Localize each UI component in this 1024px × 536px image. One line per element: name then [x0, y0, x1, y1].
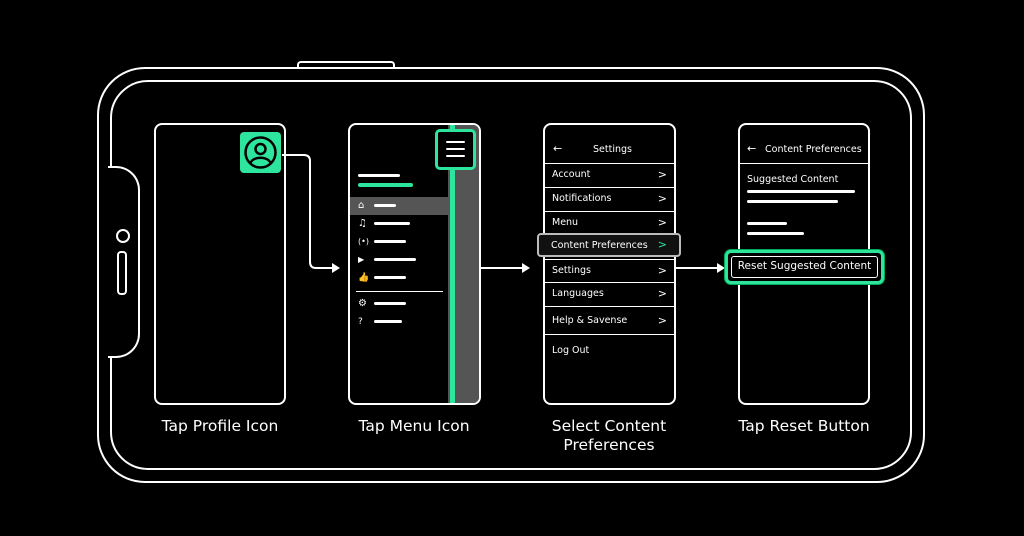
profile-icon[interactable] [240, 132, 281, 173]
step-4-caption: Tap Reset Button [738, 417, 870, 435]
settings-title: Settings [593, 144, 632, 155]
broadcast-icon: (•) [358, 237, 369, 246]
chevron-right-icon: > [657, 238, 667, 251]
step-3-caption-line-1: Select Content [551, 417, 667, 435]
menu-item-video[interactable]: ▶ [350, 251, 450, 269]
settings-item-languages[interactable]: Languages > [545, 283, 674, 307]
menu-item-music[interactable]: ♫ [350, 215, 450, 233]
thumbs-up-icon: 👍 [358, 273, 370, 283]
menu-item-help[interactable]: ? [350, 313, 450, 331]
back-arrow-icon[interactable]: ← [553, 142, 563, 155]
chevron-right-icon: > [657, 264, 667, 277]
text-line [747, 232, 804, 235]
arrow-connector [481, 267, 523, 269]
header-divider [545, 163, 674, 164]
step-3-caption-line-2: Preferences [563, 436, 655, 454]
phone-side-button [297, 61, 395, 68]
back-arrow-icon[interactable]: ← [747, 142, 757, 155]
chevron-right-icon: > [657, 314, 667, 327]
reset-suggested-content-button[interactable]: Reset Suggested Content [725, 250, 884, 284]
content-preferences-title: Content Preferences [765, 144, 862, 155]
settings-item-content-preferences[interactable]: Content Preferences > [537, 233, 681, 257]
menu-panel-edge [450, 125, 455, 403]
header-divider [740, 163, 868, 164]
chevron-right-icon: > [657, 287, 667, 300]
step-2-caption: Tap Menu Icon [358, 417, 470, 435]
screen-settings: ← Settings Account > Notifications > Men… [543, 123, 676, 405]
hamburger-icon [446, 141, 465, 143]
settings-item-notifications[interactable]: Notifications > [545, 188, 674, 212]
arrow-head [522, 263, 530, 273]
chevron-right-icon: > [657, 216, 667, 229]
phone-outline [97, 67, 925, 483]
camera-icon [116, 229, 130, 243]
menu-item-broadcast[interactable]: (•) [350, 233, 450, 251]
text-line [747, 190, 855, 193]
settings-item-settings[interactable]: Settings > [545, 259, 674, 283]
settings-item-help[interactable]: Help & Savense > [545, 307, 674, 335]
menu-item-settings[interactable]: ⚙ [350, 295, 450, 313]
step-1-caption: Tap Profile Icon [161, 417, 279, 435]
chevron-right-icon: > [657, 168, 667, 181]
hamburger-menu-button[interactable] [435, 129, 476, 170]
suggested-content-label: Suggested Content [747, 174, 839, 185]
arrow-connector [676, 267, 718, 269]
menu-item-liked[interactable]: 👍 [350, 269, 450, 287]
phone-notch [108, 166, 140, 358]
arrow-head [717, 263, 725, 273]
help-icon: ? [358, 317, 363, 327]
screen-menu: ⌂ ♫ (•) ▶ 👍 ⚙ ? [348, 123, 481, 405]
menu-title-underline [358, 183, 413, 187]
music-note-icon: ♫ [358, 218, 367, 229]
chevron-right-icon: > [657, 192, 667, 205]
settings-item-logout[interactable]: Log Out [552, 345, 590, 356]
gear-icon: ⚙ [358, 298, 367, 309]
menu-title-line [358, 174, 400, 177]
menu-divider [356, 291, 443, 292]
text-line [747, 222, 787, 225]
speaker-slot [117, 251, 127, 295]
home-icon: ⌂ [358, 200, 365, 211]
menu-item-home[interactable]: ⌂ [350, 197, 450, 215]
play-icon: ▶ [358, 255, 365, 264]
settings-item-account[interactable]: Account > [545, 164, 674, 188]
arrow-connector [282, 154, 340, 273]
text-line [747, 200, 838, 203]
